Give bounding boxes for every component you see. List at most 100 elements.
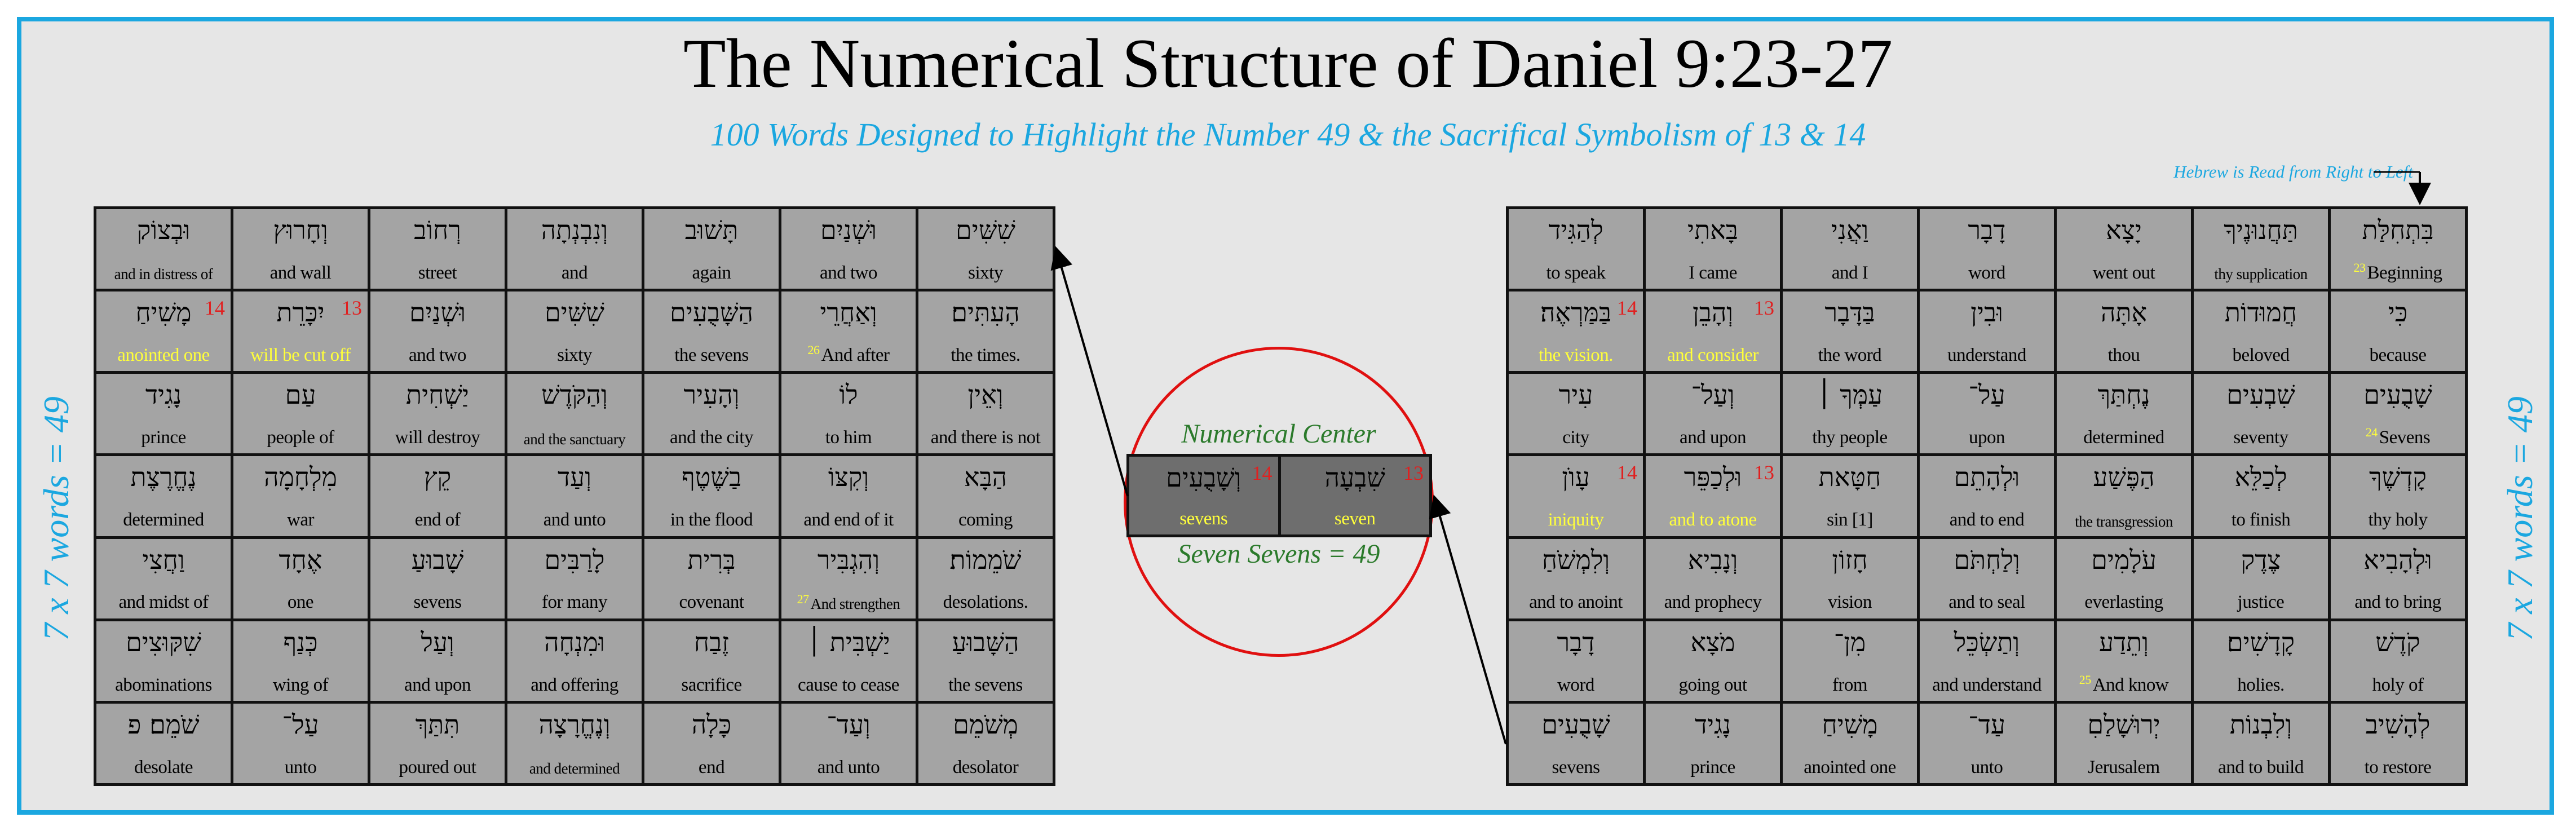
arrow-to-left-grid: [1050, 246, 1129, 497]
hebrew-word: הַשָּׁבוּעַ: [952, 626, 1019, 657]
english-gloss: everlasting: [2084, 592, 2163, 612]
gloss-text: poured out: [399, 757, 476, 777]
hebrew-word: מָשִׁיחַ: [135, 297, 192, 328]
word-cell: נֶחְתַּךְdetermined: [2057, 374, 2191, 454]
gloss-text: and there is not: [930, 427, 1041, 448]
hebrew-word: בַּמַּרְאֶה׃: [1540, 297, 1612, 328]
hebrew-word: חֲמוּדוֹת: [2224, 297, 2297, 328]
hebrew-word: חַטָּאת: [1818, 462, 1881, 493]
sacrificial-number: 14: [1617, 297, 1637, 320]
english-gloss: sin [1]: [1827, 510, 1873, 530]
gloss-text: the sevens: [674, 344, 749, 365]
english-gloss: because: [2370, 345, 2427, 365]
gloss-text: abominations: [115, 674, 212, 695]
hebrew-word: וְהַקֹּדֶשׁ: [541, 379, 608, 410]
gloss-text: wing of: [272, 674, 329, 695]
english-gloss: abominations: [115, 675, 212, 695]
seven-sevens-label: Seven Sevens = 49: [1177, 539, 1380, 569]
english-gloss: again: [692, 263, 731, 283]
gloss-text: to speak: [1546, 262, 1606, 283]
gloss-text: thy holy: [2368, 510, 2428, 531]
hebrew-word: זֶבַח: [693, 626, 730, 657]
hebrew-word: יָצָא: [2106, 215, 2142, 245]
word-cell: וְהַקֹּדֶשׁand the sanctuary: [507, 374, 642, 454]
gloss-text: sacrifice: [681, 674, 742, 695]
gloss-text: seventy: [2233, 427, 2288, 448]
gloss-text: the word: [1818, 344, 1882, 365]
sacrificial-number: 14: [205, 297, 225, 320]
gloss-text: and to end: [1949, 510, 2025, 531]
english-gloss: prince: [1690, 757, 1735, 777]
english-gloss: the sevens: [674, 345, 749, 365]
hebrew-word: בַּדָּבָר: [1824, 297, 1875, 328]
hebrew-word: וְלַחְתֹּם: [1954, 544, 2020, 575]
gloss-text: Beginning: [2367, 262, 2443, 283]
hebrew-word: לְהַגִּיד: [1548, 215, 1603, 245]
hebrew-word: תִּתַּךְ: [415, 709, 460, 740]
hebrew-word: וְהָבֵן: [1692, 297, 1734, 328]
hebrew-word: הַפֶּשַׁע: [2093, 462, 2155, 493]
gloss-text: sin [1]: [1827, 510, 1873, 531]
gloss-text: And after: [821, 344, 890, 365]
english-gloss: end: [699, 757, 725, 777]
english-gloss: to him: [825, 427, 872, 448]
hebrew-word: צֶדֶק: [2241, 544, 2281, 575]
word-cell: לְהַגִּיד to speak: [1509, 209, 1643, 289]
hebrew-word: וְעַל־: [1691, 379, 1735, 410]
hebrew-word: שִׁשִּׁים: [956, 215, 1015, 245]
hebrew-word: וּלְהָתֵם: [1954, 462, 2020, 493]
hebrew-word: מֹצָא: [1690, 626, 1735, 657]
hebrew-word: וְלִבְנוֹת: [2229, 709, 2292, 740]
gloss-text: people of: [267, 427, 334, 448]
english-gloss: and two: [409, 345, 466, 365]
hebrew-word: דָבָר: [1968, 215, 2006, 245]
verse-number: 27: [797, 592, 810, 607]
english-gloss: thou: [2108, 345, 2140, 365]
hebrew-word: וּשְׁנַיִם: [409, 297, 466, 328]
hebrew-word: שֹׁמֵמוֹת׃: [949, 544, 1022, 575]
english-gloss: and to bring: [2354, 592, 2441, 612]
hebrew-word: נֶחֱרֶצֶת: [130, 462, 197, 493]
hebrew-word: שָׁבֻעִים: [1541, 709, 1610, 740]
hebrew-word: קֹדֶשׁ: [2375, 626, 2420, 657]
word-cell: מִן־ from: [1783, 621, 1917, 701]
gloss-text: war: [287, 510, 314, 531]
word-cell: קָדְשֶׁךָthy holy: [2331, 456, 2465, 536]
english-gloss: and in distress of: [114, 266, 213, 283]
english-gloss: sixty: [968, 263, 1003, 283]
english-gloss: holies.: [2237, 675, 2285, 695]
english-gloss: word: [1557, 675, 1594, 695]
hebrew-word: עֹלָמִים: [2091, 544, 2157, 575]
gloss-text: upon: [1969, 427, 2005, 448]
gloss-text: and unto: [817, 757, 880, 777]
hebrew-word: מִן־: [1833, 626, 1866, 657]
english-gloss: in the flood: [670, 510, 753, 530]
gloss-text: from: [1832, 674, 1868, 695]
english-gloss: and wall: [270, 263, 332, 283]
english-gloss: 26And after: [807, 343, 890, 365]
english-gloss: thy holy: [2368, 510, 2428, 531]
